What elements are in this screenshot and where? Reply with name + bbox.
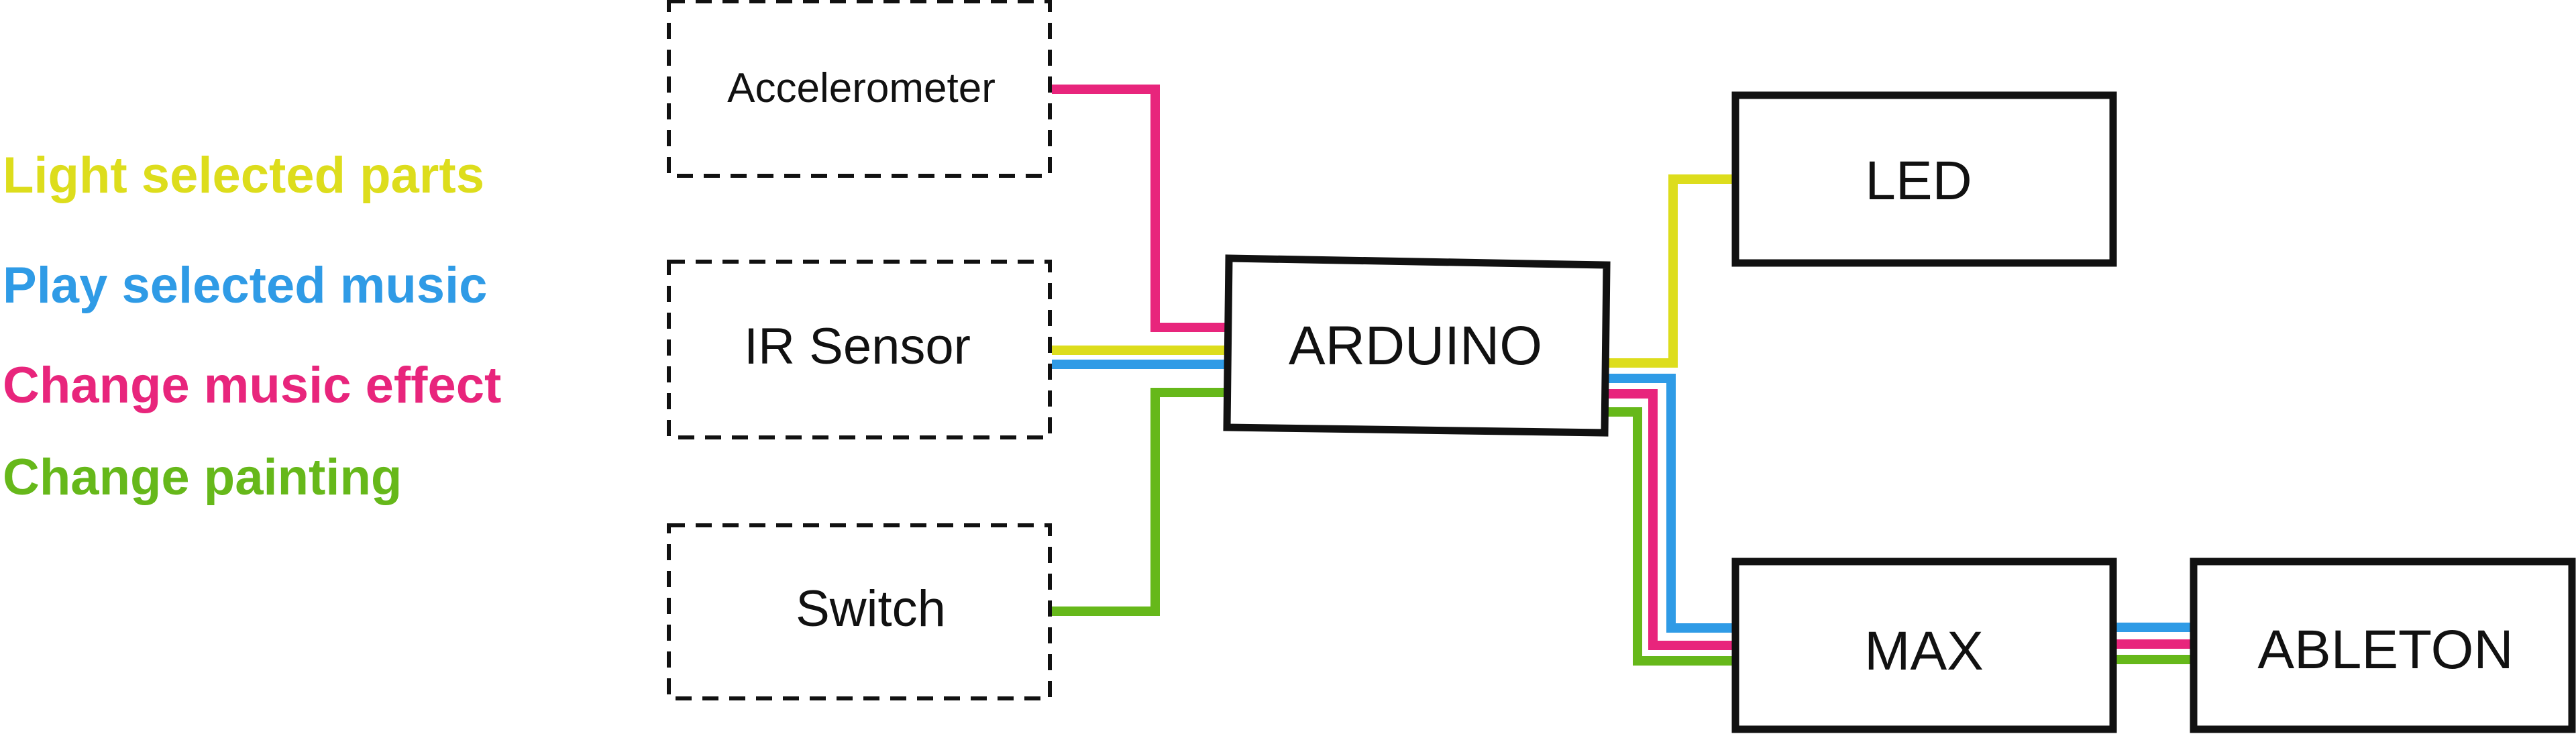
legend-light-selected-parts: Light selected parts <box>3 147 484 204</box>
sensor-nodes: Accelerometer IR Sensor Switch <box>667 0 1052 700</box>
max-label: MAX <box>1864 621 1984 682</box>
output-nodes: LED MAX ABLETON <box>1731 91 2576 733</box>
led-box <box>1731 91 2117 267</box>
ableton-label: ABLETON <box>2257 619 2513 680</box>
arduino-node: ARDUINO <box>1223 254 1611 437</box>
led-label: LED <box>1865 150 1972 211</box>
legend-change-painting: Change painting <box>3 449 402 506</box>
accelerometer-label: Accelerometer <box>727 65 996 111</box>
accelerometer-box <box>667 0 1052 178</box>
wires <box>1052 85 2191 666</box>
wire-arduino-max-green <box>1607 407 1733 666</box>
wire-arduino-max-blue <box>1607 374 1733 633</box>
wire-accelerometer-arduino <box>1052 85 1228 332</box>
max-box <box>1731 558 2117 733</box>
wire-arduino-max-pink <box>1607 389 1733 650</box>
legend-change-music-effect: Change music effect <box>3 357 501 414</box>
ableton-box <box>2190 558 2576 733</box>
legend: Light selected parts Play selected music… <box>3 147 501 506</box>
switch-box <box>667 523 1052 700</box>
wire-arduino-led <box>1607 174 1733 368</box>
arduino-box <box>1223 254 1611 437</box>
ir-sensor-label: IR Sensor <box>744 318 971 375</box>
legend-play-selected-music: Play selected music <box>3 257 487 314</box>
switch-label: Switch <box>796 580 946 637</box>
arduino-label: ARDUINO <box>1289 315 1542 376</box>
ir-sensor-box <box>667 260 1052 439</box>
wire-switch-arduino <box>1052 388 1228 616</box>
